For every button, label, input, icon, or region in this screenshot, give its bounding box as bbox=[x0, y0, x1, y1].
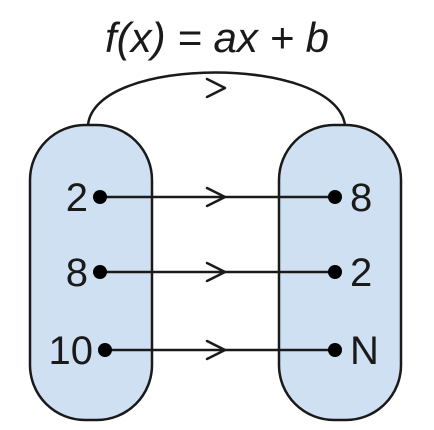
codomain-dot-2 bbox=[328, 265, 342, 279]
domain-element-3: 10 bbox=[49, 329, 94, 373]
domain-element-2: 8 bbox=[66, 251, 88, 295]
domain-element-1: 2 bbox=[66, 176, 88, 220]
codomain-dot-1 bbox=[328, 190, 342, 204]
function-title: f(x) = ax + b bbox=[105, 14, 329, 61]
codomain-dot-3 bbox=[328, 343, 342, 357]
domain-dot-3 bbox=[98, 343, 112, 357]
codomain-element-3: N bbox=[350, 329, 379, 373]
mapping-arc bbox=[86, 71, 347, 126]
codomain-element-2: 2 bbox=[350, 251, 372, 295]
domain-dot-1 bbox=[93, 190, 107, 204]
domain-dot-2 bbox=[93, 265, 107, 279]
mapping-arrow-2-icon bbox=[205, 261, 227, 283]
codomain-element-1: 8 bbox=[350, 176, 372, 220]
mapping-arrow-3-icon bbox=[205, 339, 227, 361]
mapping-arrow-1-icon bbox=[205, 186, 227, 208]
arc-arrow-icon bbox=[205, 77, 227, 99]
